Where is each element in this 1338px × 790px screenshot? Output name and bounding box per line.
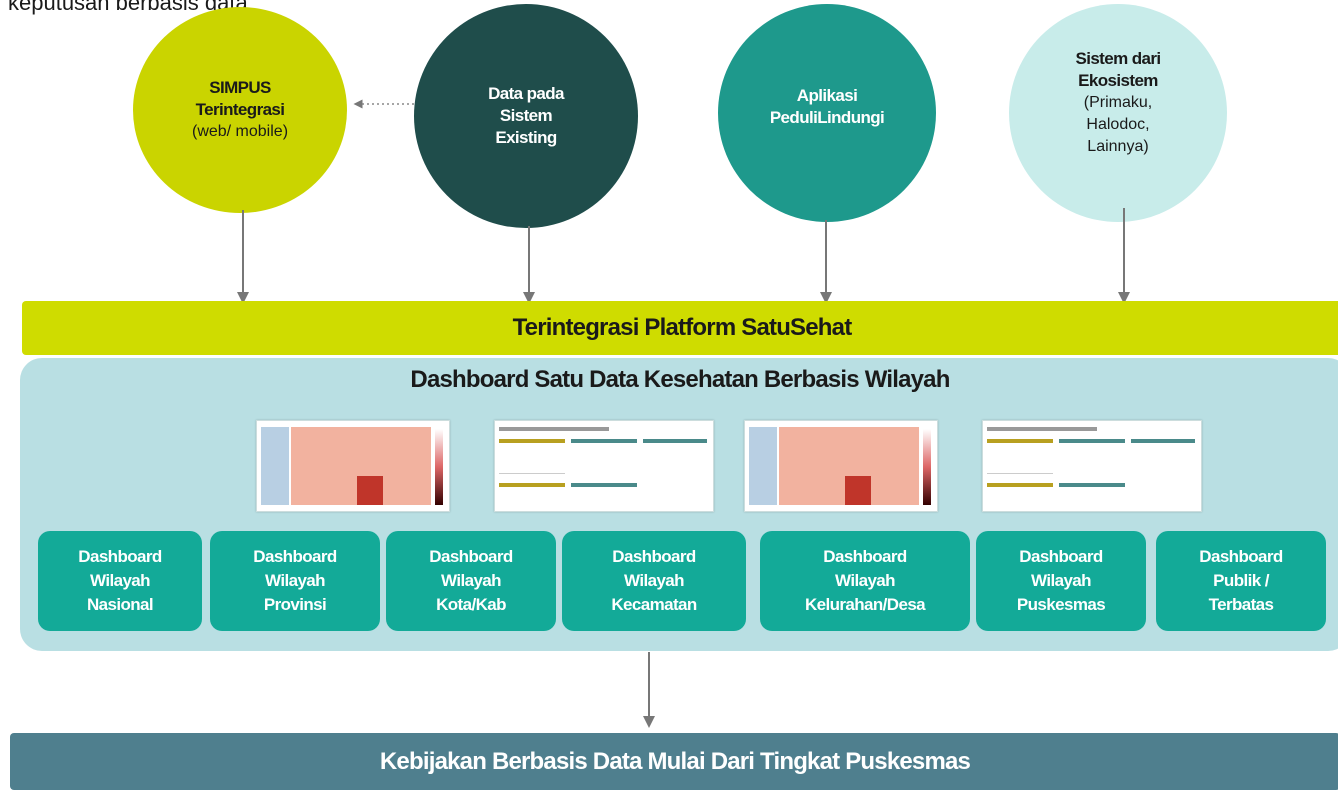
dashboard-panel-title: Dashboard Satu Data Kesehatan Berbasis W… [410, 366, 950, 393]
dashboard-thumbnail-map [744, 420, 938, 512]
platform-bar: Terintegrasi Platform SatuSehat [22, 301, 1338, 355]
source-subtitle: (web/ mobile) [191, 123, 289, 140]
dashboard-thumbnail-table [494, 420, 714, 512]
dashboard-thumbnail-map [256, 420, 450, 512]
header-text: keputusan berbasis data [8, 0, 248, 15]
source-subtitle: (Primaku,Halodoc,Lainnya) [1083, 94, 1153, 155]
policy-bar: Kebijakan Berbasis Data Mulai Dari Tingk… [10, 733, 1338, 790]
dashboard-thumbnail-table [982, 420, 1202, 512]
